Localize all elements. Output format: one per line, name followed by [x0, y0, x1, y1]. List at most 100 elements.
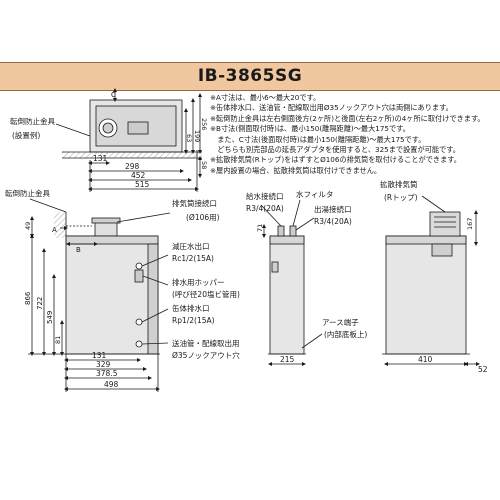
front-leader-relief [141, 254, 169, 267]
front-hopper [134, 269, 144, 283]
front-exhaust-label: 排気筒接続口 [172, 198, 217, 208]
side-ground-label: アース端子 [322, 317, 359, 327]
front-knockout-size: Ø35ノックアウト穴 [172, 350, 240, 360]
front-drain-port [135, 318, 143, 326]
title-band: IB-3865SG [0, 62, 500, 91]
plan-fixture-label: 転倒防止金具 [10, 116, 55, 126]
plan-dim-c-label: C [111, 91, 116, 99]
note-line: ※拡散排気筒(Rトップ)をはずすとØ106の排気筒を取付けることができます。 [210, 155, 461, 165]
front-dim-329: 329 [96, 360, 111, 369]
notes-block: ※A寸法は、最小6～最大20です。 ※缶体排水口、送油管・配線取出用Ø35ノック… [210, 93, 498, 176]
note-line: どちらも別売部品の延長アダプタを使用すると、325まで設置が可能です。 [210, 145, 460, 155]
front-dim-131: 131 [92, 351, 107, 360]
front-dim-866: 866 [24, 291, 32, 305]
front-relief-label: 減圧水出口 [172, 241, 210, 251]
front-fixture-label: 転倒防止金具 [5, 188, 50, 198]
rear-dim-52-label: 52 [478, 365, 488, 374]
rear-body [385, 235, 467, 355]
plan-dim-199: 199 [193, 130, 201, 142]
front-hopper-size: (呼び径20塩ビ管用) [172, 289, 240, 299]
side-hot-out-label: 出湯接続口 [314, 204, 352, 214]
side-filter-label: 水フィルタ [296, 189, 333, 199]
front-wall-hatch [54, 212, 66, 238]
plan-dim-63: 63 [185, 134, 193, 142]
rear-text: 拡散排気筒 (Rトップ) 167 410 52 [380, 179, 488, 374]
front-relief-size: Rc1/2(15A) [172, 254, 214, 263]
plan-dim-452: 452 [131, 171, 146, 180]
plan-dim-298: 298 [125, 162, 140, 171]
front-drain-size: Rp1/2(15A) [172, 316, 215, 325]
plan-wall-hatch [62, 152, 202, 158]
plan-fixture-leader [55, 123, 91, 137]
rear-rtop-sub: (Rトップ) [384, 193, 418, 202]
side-water-in-size: R3/4(20A) [246, 204, 284, 213]
front-leader-exhaust [116, 212, 171, 223]
note-line: ※B寸法(側面取付時)は、最小150(離隔距離)～最大175です。 [210, 124, 410, 134]
front-dim-549: 549 [46, 311, 54, 324]
rear-rtop [429, 211, 461, 237]
plan-dim-515: 515 [135, 180, 150, 189]
plan-view [55, 88, 202, 192]
side-water-in-pipe [277, 225, 285, 237]
plan-text: 転倒防止金具 (設置例) C 131 298 452 515 63 199 25… [10, 91, 208, 189]
front-side-shade [147, 243, 159, 355]
note-line: ※屋内設置の場合、拡散排気筒は取付けできません。 [210, 165, 382, 175]
side-body [269, 235, 305, 355]
side-leader-hot-out [295, 217, 315, 231]
note-line: ※缶体排水口、送油管・配線取出用Ø35ノックアウト穴は両側にあります。 [210, 103, 453, 113]
front-leader-knockout [141, 342, 169, 345]
plan-dim-58: 58 [200, 161, 208, 169]
rear-dim-410-label: 410 [418, 355, 433, 364]
front-knockout-label: 送油管・配線取出用 [172, 338, 240, 348]
front-text: 転倒防止金具 排気筒接続口 (Ø106用) 減圧水出口 Rc1/2(15A) 排… [5, 188, 240, 389]
plan-port [127, 121, 149, 135]
plan-fixture-sub: (設置例) [12, 130, 40, 140]
front-dim-49: 49 [24, 222, 32, 230]
side-leader-water-in [261, 205, 282, 227]
plan-dim-256: 256 [200, 118, 208, 130]
side-leader-filter [292, 199, 301, 227]
note-line: また、C寸法(後面取付時)は最小150(離隔距離)～最大175です。 [210, 134, 426, 144]
rear-port [431, 243, 453, 257]
front-relief-port [135, 262, 143, 270]
side-hot-out-size: R3/4(20A) [314, 217, 352, 226]
note-line: ※A寸法は、最小6～最大20です。 [210, 93, 321, 102]
front-dim-81: 81 [54, 336, 62, 344]
front-leader-drain [141, 308, 169, 323]
side-ground-sub: (内部底板上) [324, 329, 367, 339]
side-port [271, 261, 279, 273]
side-top-band [269, 235, 305, 245]
side-text: 給水接続口 R3/4(20A) 水フィルタ 出湯接続口 R3/4(20A) アー… [246, 189, 367, 364]
front-leader-hopper [142, 275, 169, 286]
front-dim-498: 498 [104, 380, 119, 389]
rear-rtop-label: 拡散排気筒 [380, 179, 418, 189]
front-dim-b-label: B [76, 246, 81, 254]
side-dim-215-label: 215 [280, 355, 295, 364]
front-flue-stub [94, 221, 118, 237]
front-exhaust-size: (Ø106用) [186, 213, 220, 222]
front-dim-a-label: A [52, 226, 57, 234]
front-hopper-label: 排水用ホッパー [172, 277, 225, 287]
plan-dim-131: 131 [93, 154, 108, 163]
side-water-in-label: 給水接続口 [246, 191, 284, 201]
rear-top-band [385, 235, 467, 245]
front-drain-label: 缶体排水口 [172, 303, 210, 313]
front-view [28, 198, 171, 392]
model-title: IB-3865SG [197, 66, 303, 86]
side-view [261, 199, 323, 366]
front-fixture-leader [29, 198, 67, 213]
note-line: ※転倒防止金具は左右側面後方(2ヶ所)と後面(左右2ヶ所)の4ヶ所に取付けできま… [210, 113, 485, 123]
front-dim-722: 722 [36, 297, 44, 310]
rear-dim-167-label: 167 [466, 218, 474, 230]
side-dim-71-label: 71 [256, 224, 264, 232]
side-hot-out-pipe [289, 225, 297, 237]
front-dim-378-5: 378.5 [96, 369, 118, 378]
rear-leader-rtop [421, 195, 446, 213]
front-knockout [135, 340, 143, 348]
plan-flue-inner [102, 122, 114, 134]
rear-view [382, 195, 480, 366]
front-top-band [65, 235, 159, 245]
front-flue-cap [91, 217, 121, 224]
